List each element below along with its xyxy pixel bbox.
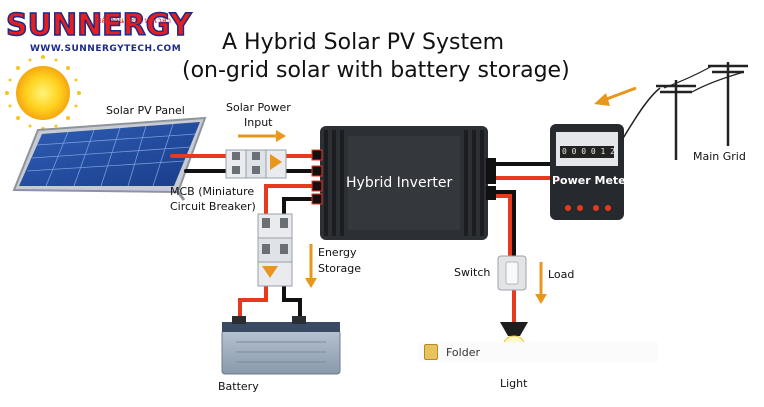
folder-icon	[424, 344, 438, 360]
folder-item[interactable]: Folder	[418, 342, 658, 362]
mcb-solar-breaker	[225, 149, 287, 179]
label-battery: Battery	[218, 380, 259, 393]
folder-label: Folder	[446, 345, 480, 359]
grid-arrow-icon	[594, 86, 637, 106]
power-meter	[550, 124, 624, 220]
solar-panel-icon	[12, 116, 207, 201]
switch-icon	[497, 255, 527, 291]
label-energy-2: Storage	[318, 262, 362, 275]
label-main-grid: Main Grid	[693, 150, 746, 163]
label-solar-input-2: Input	[244, 116, 273, 129]
label-mcb-1: MCB (Miniature	[170, 185, 255, 198]
label-light: Light	[500, 377, 528, 390]
label-switch: Switch	[454, 266, 491, 279]
brand-logo: SUNNERGY	[5, 8, 192, 43]
mcb-battery-breaker	[257, 213, 293, 287]
label-load: Load	[548, 268, 575, 281]
label-mcb-2: Circuit Breaker)	[170, 200, 256, 213]
load-arrow-icon	[535, 262, 547, 304]
energy-storage-arrow-icon	[305, 244, 317, 288]
label-energy-1: Energy	[318, 246, 357, 259]
power-meter-label: Power Meter	[552, 174, 632, 187]
meter-display: 0 0 0 0 1 2	[562, 147, 615, 156]
page-title: A Hybrid Solar PV System	[222, 30, 505, 55]
solar-input-arrow-icon	[238, 130, 286, 142]
battery-icon	[221, 316, 341, 375]
hybrid-inverter	[311, 126, 496, 240]
arrows	[238, 86, 637, 304]
logo-tagline: พลังงาน ทุกที่ ทุกเวลา	[96, 16, 172, 25]
label-solar-panel: Solar PV Panel	[106, 104, 185, 117]
inverter-label: Hybrid Inverter	[346, 175, 453, 191]
logo-url: WWW.SUNNERGYTECH.COM	[30, 44, 182, 54]
wiring	[170, 154, 554, 324]
utility-pole-icon	[621, 62, 748, 160]
label-solar-input-1: Solar Power	[226, 101, 291, 114]
sun-icon	[5, 55, 81, 131]
page-subtitle: (on-grid solar with battery storage)	[182, 58, 570, 83]
